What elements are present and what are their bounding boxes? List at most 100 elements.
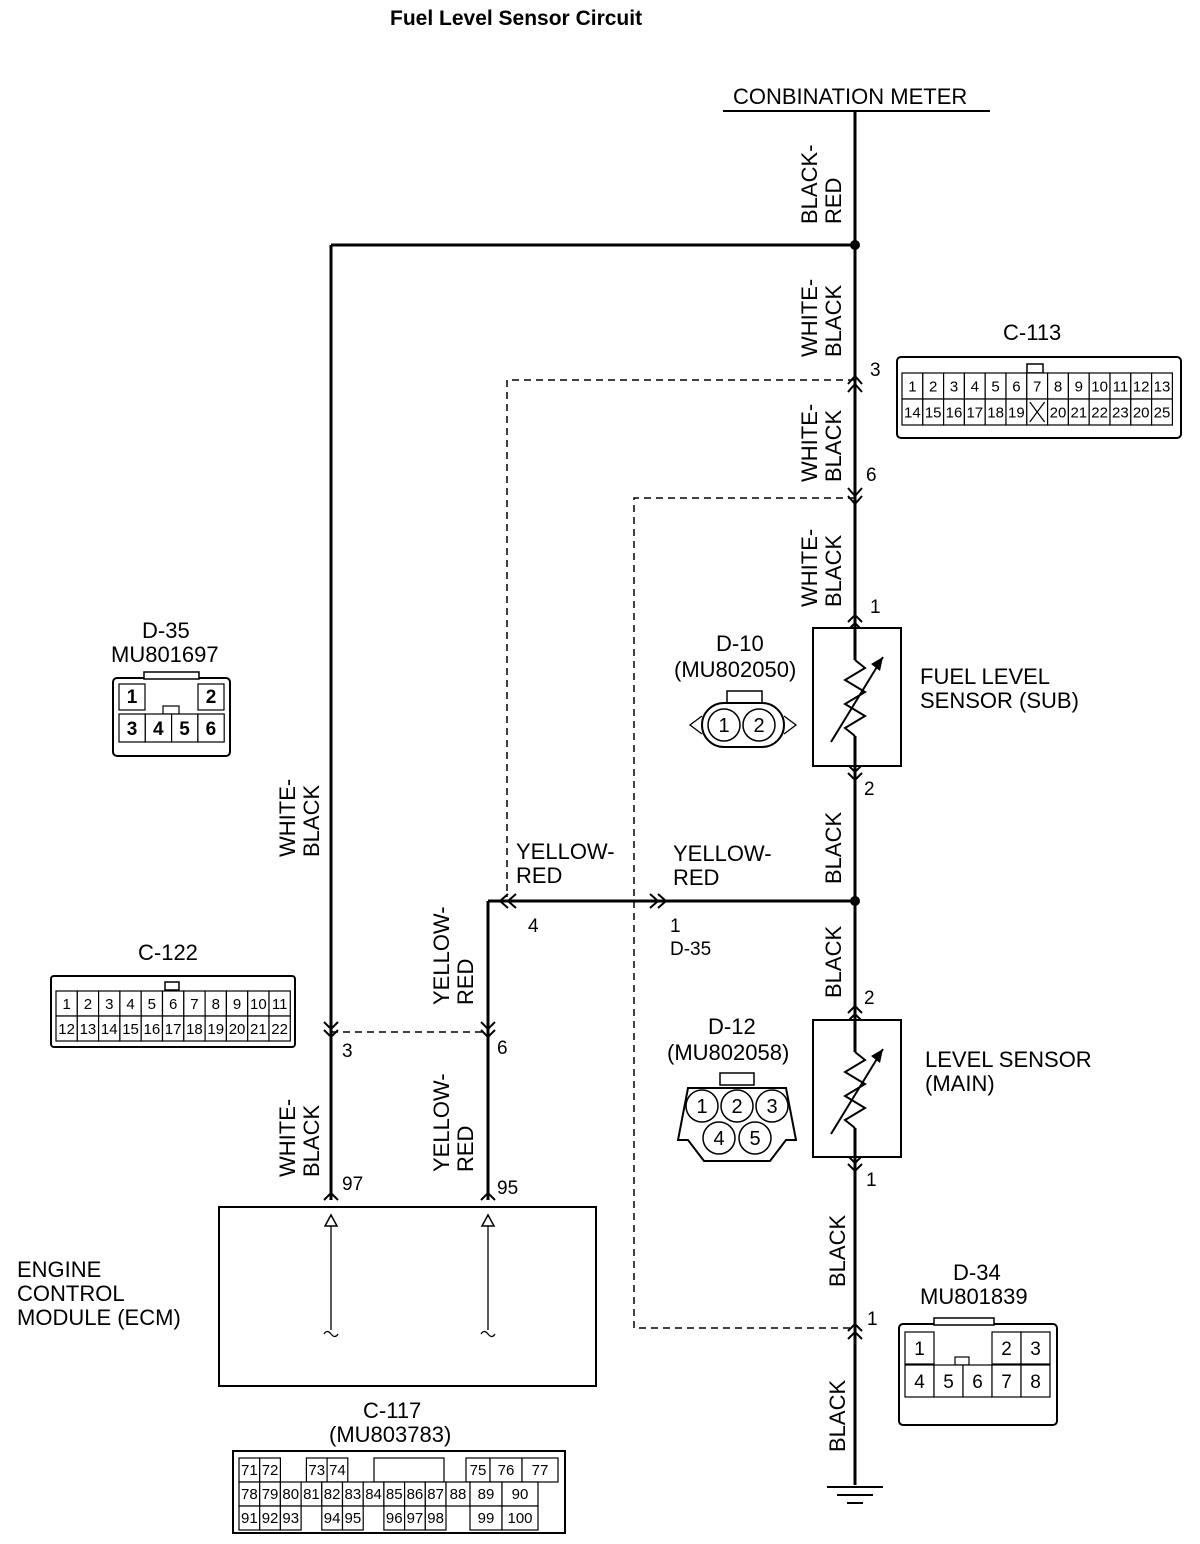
connector-c117-pin: 94 (324, 1510, 341, 1527)
level-sensor-main (812, 1019, 902, 1158)
connector-c113-pin: 6 (1012, 378, 1020, 395)
connector-c122-pin: 20 (229, 1021, 246, 1038)
connector-c113-pin: 4 (971, 378, 979, 395)
connector-c117-cell (279, 1505, 302, 1531)
wire-color-black-a: BLACK (821, 812, 846, 884)
connector-c122-pin: 9 (233, 996, 241, 1013)
connector-c113-pin: 23 (1112, 404, 1129, 421)
connector-c122-pin: 14 (101, 1021, 118, 1038)
connector-c117-pin: 90 (512, 1486, 529, 1503)
wire-color-yellow-red-b2: RED (453, 1126, 478, 1172)
connector-d10-cell (742, 708, 776, 742)
wire-color-yellow-red-b1: YELLOW- (429, 1073, 454, 1172)
connector-c117-pin: 79 (262, 1486, 279, 1503)
connector-d35-pin: 1 (127, 687, 138, 708)
connector-c117-pin: 99 (478, 1510, 495, 1527)
wire-color-black-d: BLACK (825, 1380, 850, 1452)
connector-c113-pin: 13 (1154, 378, 1171, 395)
connector-c122-pin: 8 (212, 996, 220, 1013)
connector-c117-cell (521, 1457, 559, 1483)
connector-d34-pin: 7 (1001, 1372, 1012, 1393)
pin-d35-label: D-35 (670, 939, 711, 960)
level-sensor-main-label-2: (MAIN) (925, 1071, 995, 1096)
connector-d12-id: D-12 (708, 1014, 756, 1039)
level-sensor-main-label-1: LEVEL SENSOR (925, 1047, 1092, 1072)
connector-c113-pin: 18 (987, 404, 1004, 421)
connector-c117-pin: 85 (386, 1486, 403, 1503)
connector-d35-pin: 5 (179, 719, 190, 740)
connector-d12-part: (MU802058) (667, 1040, 789, 1065)
wire-color-yellow-red-c2: RED (516, 863, 562, 888)
pin-d10-1: 1 (870, 597, 881, 618)
wire-color-ecm-white-black-2: BLACK (299, 1105, 324, 1177)
connector-d35-cell (144, 713, 173, 743)
connector-c117-pin: 97 (407, 1510, 424, 1527)
connector-d35-cell (118, 713, 146, 743)
connector-d34-cell (904, 1331, 935, 1365)
fuel-level-sensor-sub (812, 627, 902, 767)
ground-icon (827, 1486, 883, 1504)
connector-d34-cell (962, 1364, 993, 1398)
pin-ecm-97: 97 (342, 1174, 363, 1195)
wire-color-white-black-b2: BLACK (821, 410, 846, 482)
pin-d34-1: 1 (867, 1309, 878, 1330)
connector-d35-id: D-35 (142, 618, 190, 643)
diagram-title: Fuel Level Sensor Circuit (390, 7, 642, 30)
connector-d35-pin: 3 (127, 719, 138, 740)
connector-d34-pin: 1 (914, 1339, 925, 1360)
connector-d10-cell (707, 708, 741, 742)
connector-c122-pin: 17 (165, 1021, 182, 1038)
connector-d34-pin: 4 (914, 1372, 925, 1393)
pin-d35-4: 4 (528, 916, 539, 937)
ecm-inputs (323, 1213, 496, 1338)
pin-c113-3: 3 (870, 360, 881, 381)
pin-d12-2: 2 (864, 988, 875, 1009)
connector-c122-pin: 11 (272, 996, 288, 1013)
connector-d35-part: MU801697 (111, 642, 219, 667)
connector-c113-pin: 19 (1008, 404, 1025, 421)
connector-c117-pin: 76 (498, 1462, 515, 1479)
connector-d34-pin: 8 (1030, 1372, 1041, 1393)
connector-c113-pin: 25 (1154, 404, 1171, 421)
connector-c113-pin: 12 (1133, 378, 1150, 395)
fuel-level-sensor-sub-label-2: SENSOR (SUB) (920, 688, 1079, 713)
connector-d34-cell (933, 1364, 964, 1398)
terminal-marks (323, 374, 863, 1340)
connector-d34-pin: 2 (1001, 1339, 1012, 1360)
connector-c117-pin: 75 (470, 1462, 487, 1479)
connector-d35-pin: 4 (153, 719, 164, 740)
connector-d12-pin: 5 (749, 1128, 760, 1150)
wire-color-yellow-red-d1: YELLOW- (673, 841, 772, 866)
connector-c122-pin: 3 (105, 996, 113, 1013)
wire-color-yellow-red-d2: RED (673, 865, 719, 890)
connector-c122-pin: 21 (250, 1021, 267, 1038)
connector-c117-pin: 77 (532, 1462, 549, 1479)
connector-c117-pin: 100 (507, 1510, 532, 1527)
connector-d12-cell (685, 1089, 719, 1123)
connector-c113-cell (1150, 398, 1173, 426)
connector-d34-cell (904, 1364, 935, 1398)
wire-color-yellow-red-a1: YELLOW- (429, 906, 454, 1005)
pin-d10-2: 2 (864, 779, 875, 800)
connector-d34-cell (1020, 1331, 1051, 1365)
connector-c117-pin: 89 (478, 1486, 495, 1503)
wire-color-ecm-white-black-1: WHITE- (275, 1099, 300, 1177)
connector-d12-pin: 3 (766, 1096, 777, 1118)
pin-c122-6: 6 (497, 1038, 508, 1059)
connector-d34-pin: 5 (943, 1372, 954, 1393)
connector-c117-pin: 78 (241, 1486, 258, 1503)
connector-c117-part: (MU803783) (329, 1422, 451, 1447)
connector-c113-pin: 2 (929, 378, 937, 395)
pin-c122-3: 3 (342, 1041, 353, 1062)
connector-c122-pin: 19 (207, 1021, 224, 1038)
wire-color-black-c: BLACK (825, 1215, 850, 1287)
connector-c113-pin: 11 (1113, 378, 1129, 395)
wire-color-left-white-black-2: BLACK (299, 785, 324, 857)
pin-d35-1: 1 (670, 916, 681, 937)
